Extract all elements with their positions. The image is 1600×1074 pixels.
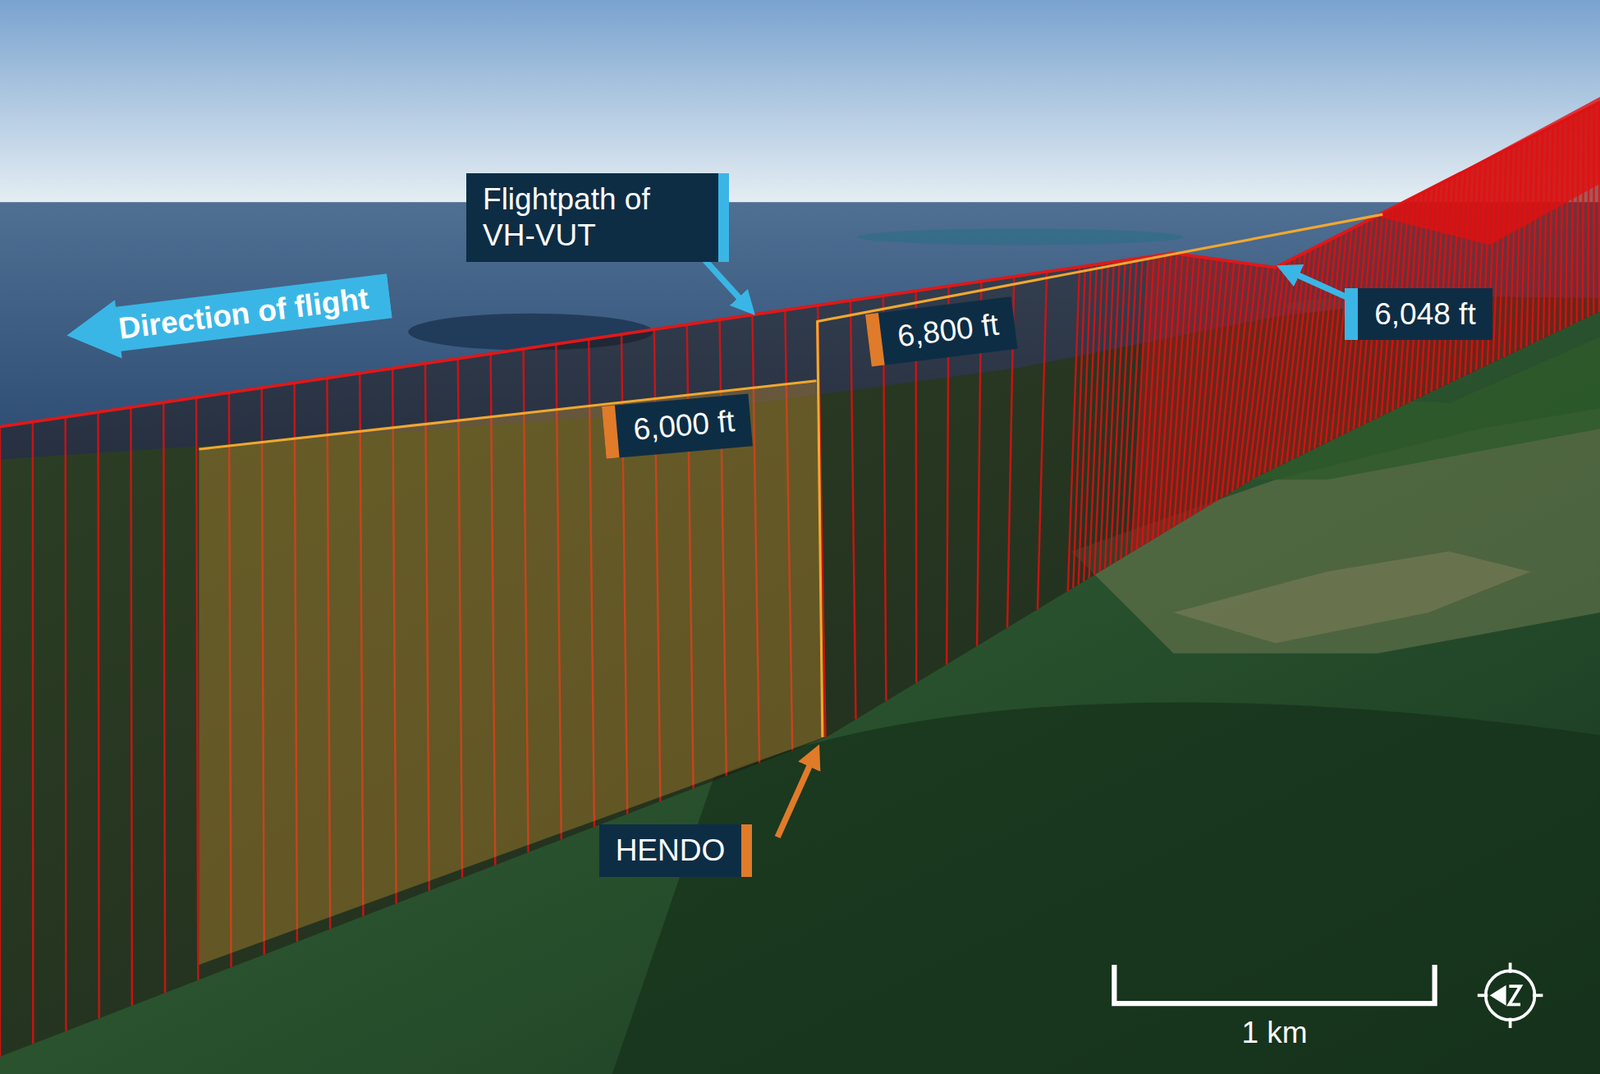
arrow-fill <box>63 266 394 365</box>
curtain-fill <box>0 101 1600 1057</box>
callout-text: 6,048 ft <box>1374 296 1476 333</box>
position-drop-line <box>98 412 100 1018</box>
position-drop-line <box>1258 262 1285 477</box>
position-drop-line <box>1232 265 1257 492</box>
waypoint-callout: HENDO <box>599 824 753 877</box>
position-drop-line <box>1264 260 1290 474</box>
position-drop-line <box>196 397 198 980</box>
position-drop-line <box>850 300 857 720</box>
scale-label: 1 km <box>1241 1015 1307 1050</box>
compass-icon <box>1477 962 1544 1028</box>
position-drop-line <box>1037 271 1047 610</box>
position-drop-line <box>1221 263 1246 499</box>
position-drop-line <box>1152 253 1172 541</box>
position-drop-line <box>1226 264 1252 496</box>
position-drop-line <box>1168 255 1188 531</box>
flightpath-band <box>1377 96 1600 245</box>
altitude-plane <box>198 380 825 965</box>
altitude-step <box>817 321 823 738</box>
callout-text: 6,000 ft <box>632 403 737 448</box>
position-drop-line <box>1281 252 1307 465</box>
position-drop-line <box>163 402 166 993</box>
position-drop-line <box>0 426 1 1057</box>
position-drop-line <box>1216 262 1241 502</box>
leader-arrow <box>777 755 815 837</box>
position-drop-line <box>1269 257 1296 471</box>
farm-fields <box>1173 550 1531 643</box>
position-drop-line <box>32 421 35 1045</box>
flightpath-line <box>0 101 1600 427</box>
altitude-callout: 6,048 ft <box>1344 288 1492 341</box>
sky <box>0 0 1600 210</box>
position-drop-line <box>1173 256 1195 528</box>
position-drop-line <box>1325 231 1348 444</box>
callout-text: HENDO <box>615 832 726 869</box>
position-drop-line <box>64 417 67 1032</box>
position-drop-line <box>1163 254 1183 534</box>
leader-arrow <box>1288 270 1350 298</box>
position-drop-line <box>1068 266 1080 592</box>
callout-text: Flightpath of VH-VUT <box>482 181 702 253</box>
flightpath-callout: Flightpath of VH-VUT <box>466 173 729 262</box>
position-drop-line <box>130 407 133 1006</box>
position-drop-line <box>1237 265 1263 489</box>
flightpath-curtain <box>0 96 1600 1057</box>
altitude-line <box>816 214 1383 322</box>
scale-bar <box>1114 964 1435 1004</box>
altitude-line <box>198 380 817 450</box>
reef <box>857 229 1184 246</box>
position-drop-line <box>1275 254 1301 468</box>
position-drop-line <box>1158 253 1178 537</box>
callout-text: 6,800 ft <box>895 306 1001 354</box>
